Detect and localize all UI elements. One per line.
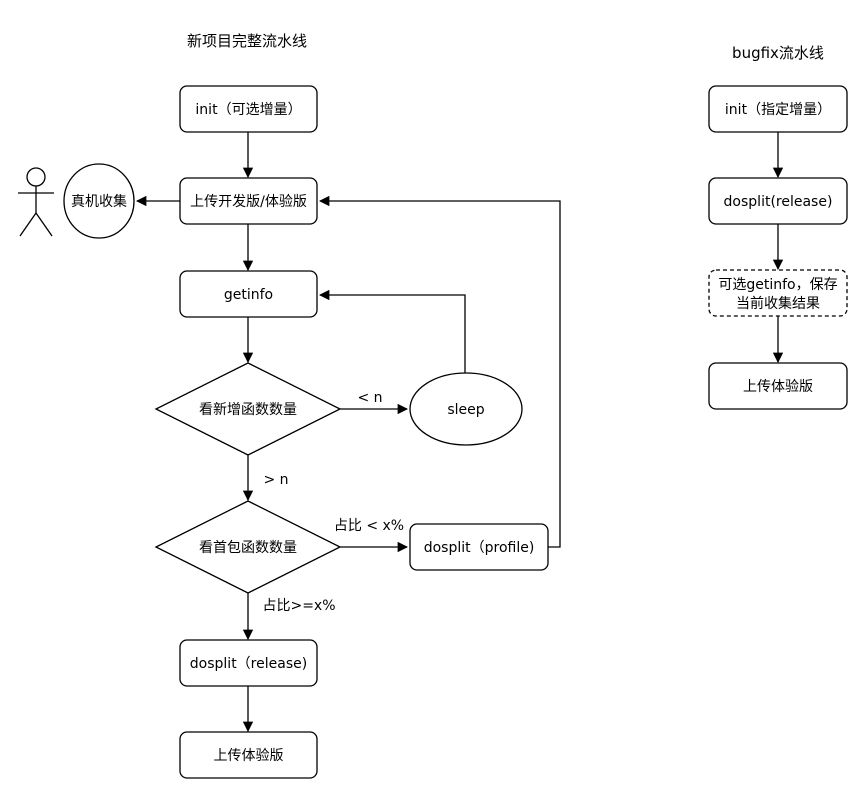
edge-label-gt-n: > n (263, 472, 288, 488)
edge-label-lt-n: < n (357, 390, 382, 406)
node-sleep[interactable]: sleep (409, 372, 523, 446)
node-dosplit-release[interactable]: dosplit（release) (179, 639, 318, 687)
node-getinfo[interactable]: getinfo (179, 270, 318, 318)
node-dosplit-release-label: dosplit（release) (190, 656, 307, 672)
main-edges (135, 132, 561, 733)
edge-label-ratio-lt: 占比 < x% (334, 518, 404, 534)
bugfix-node-init-label: init（指定增量） (725, 102, 831, 118)
bugfix-node-dosplit-release-label: dosplit(release) (724, 194, 833, 210)
node-dosplit-profile[interactable]: dosplit（profile) (409, 523, 549, 571)
node-init[interactable]: init（可选增量） (179, 85, 318, 133)
node-collect[interactable]: 真机收集 (63, 163, 135, 239)
edge-profile-to-upload (318, 195, 561, 548)
bugfix-node-optional-line1: 可选getinfo，保存 (718, 277, 837, 293)
node-getinfo-label: getinfo (224, 287, 273, 303)
bugfix-node-upload-exp[interactable]: 上传体验版 (708, 362, 848, 410)
node-upload-dev-label: 上传开发版/体验版 (190, 194, 307, 210)
decision-new-funcs[interactable]: 看新增函数数量 (154, 362, 342, 456)
bugfix-pipeline-title: bugfix流水线 (732, 44, 824, 62)
edge-sleep-to-getinfo (318, 289, 466, 373)
node-upload-dev[interactable]: 上传开发版/体验版 (179, 177, 318, 225)
node-collect-label: 真机收集 (71, 193, 127, 210)
node-init-label: init（可选增量） (195, 102, 301, 118)
edge-label-ratio-ge: 占比>=x% (262, 598, 335, 614)
main-pipeline-title: 新项目完整流水线 (187, 32, 307, 50)
node-upload-exp[interactable]: 上传体验版 (179, 731, 318, 779)
bugfix-node-optional-line2: 当前收集结果 (736, 295, 820, 312)
actor-icon (18, 167, 54, 237)
node-sleep-label: sleep (447, 402, 484, 418)
decision-first-pkg-label: 看首包函数数量 (199, 540, 297, 556)
decision-first-pkg[interactable]: 看首包函数数量 (154, 500, 342, 594)
node-upload-exp-label: 上传体验版 (214, 748, 284, 764)
bugfix-node-upload-exp-label: 上传体验版 (743, 379, 813, 395)
bugfix-node-init[interactable]: init（指定增量） (708, 85, 848, 133)
bugfix-node-dosplit-release[interactable]: dosplit(release) (708, 177, 848, 225)
decision-new-funcs-label: 看新增函数数量 (199, 402, 297, 418)
bugfix-node-optional-getinfo[interactable]: 可选getinfo，保存 当前收集结果 (708, 269, 848, 317)
node-dosplit-profile-label: dosplit（profile) (424, 540, 535, 556)
